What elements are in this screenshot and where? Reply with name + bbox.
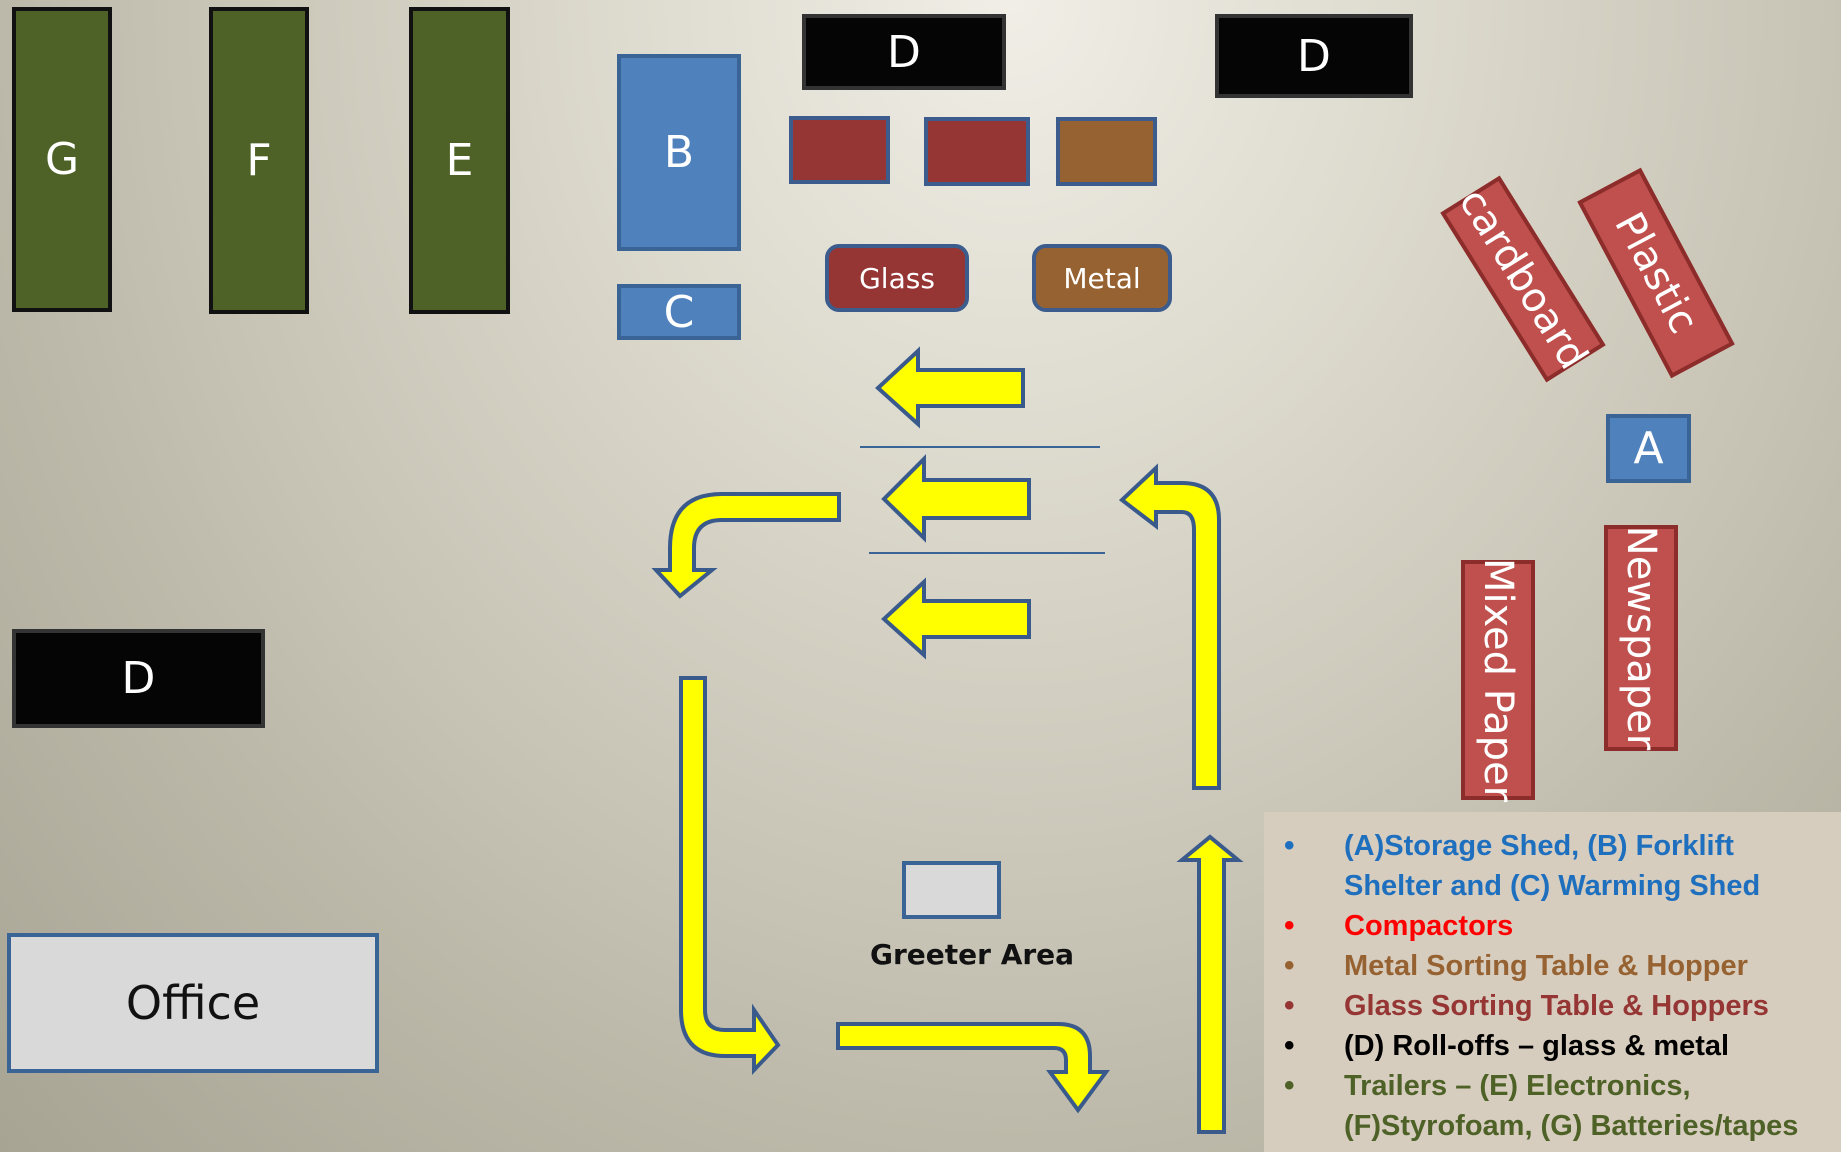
shed-a: A xyxy=(1606,414,1691,483)
left-arrow-icon xyxy=(881,577,1031,660)
trailer-f-label: F xyxy=(246,135,272,186)
shed-b: B xyxy=(617,54,741,251)
metal-hopper xyxy=(1056,117,1157,186)
legend-item-rolloffs: • (D) Roll-offs – glass & metal xyxy=(1264,1026,1831,1066)
bullet-icon: • xyxy=(1284,829,1295,862)
legend-text: (D) Roll-offs – glass & metal xyxy=(1344,1030,1730,1062)
glass-sorting-label: Glass xyxy=(859,261,935,295)
turn-down-arrow-icon xyxy=(836,1022,1110,1114)
rolloff-left: D xyxy=(12,629,265,728)
turn-left-arrow-icon xyxy=(1118,463,1221,790)
left-arrow-icon xyxy=(881,454,1031,543)
rolloff-top-left: D xyxy=(802,14,1006,90)
bullet-icon: • xyxy=(1284,989,1295,1022)
bullet-icon: • xyxy=(1284,909,1295,942)
glass-sorting-table: Glass xyxy=(825,244,969,312)
rolloff-top-right: D xyxy=(1215,14,1413,98)
metal-sorting-label: Metal xyxy=(1063,261,1141,295)
bullet-icon: • xyxy=(1284,1029,1295,1062)
greeter-area-label: Greeter Area xyxy=(870,938,1075,971)
legend: • (A)Storage Shed, (B) Forklift Shelter … xyxy=(1264,812,1841,1152)
bullet-icon: • xyxy=(1284,1069,1295,1102)
legend-item-metal: • Metal Sorting Table & Hopper xyxy=(1264,946,1831,986)
rolloff-label: D xyxy=(887,26,921,78)
legend-list: • (A)Storage Shed, (B) Forklift Shelter … xyxy=(1264,826,1831,1146)
rolloff-label: D xyxy=(1297,30,1331,82)
shed-c-label: C xyxy=(663,286,695,338)
up-arrow-icon xyxy=(1176,834,1244,1134)
legend-text: Compactors xyxy=(1344,910,1514,942)
legend-text: Metal Sorting Table & Hopper xyxy=(1344,950,1748,982)
shed-b-label: B xyxy=(663,127,695,178)
legend-item-sheds: • (A)Storage Shed, (B) Forklift Shelter … xyxy=(1264,826,1831,906)
rolloff-label: D xyxy=(121,653,156,704)
shed-c: C xyxy=(617,284,741,340)
compactor xyxy=(789,116,890,184)
legend-text: Glass Sorting Table & Hoppers xyxy=(1344,990,1769,1022)
trailer-g-label: G xyxy=(44,134,80,185)
legend-item-glass: • Glass Sorting Table & Hoppers xyxy=(1264,986,1831,1026)
compactor xyxy=(924,117,1030,186)
legend-item-compactors: • Compactors xyxy=(1264,906,1831,946)
office: Office xyxy=(7,933,379,1073)
left-arrow-icon xyxy=(875,346,1025,429)
trailer-g: G xyxy=(12,7,112,312)
turn-down-arrow-icon xyxy=(651,492,841,599)
down-right-arrow-icon xyxy=(679,676,781,1075)
legend-text: Trailers – (E) Electronics, (F)Styrofoam… xyxy=(1344,1070,1799,1142)
shed-a-label: A xyxy=(1633,423,1664,474)
greeter-booth xyxy=(902,861,1001,919)
legend-text: (A)Storage Shed, (B) Forklift Shelter an… xyxy=(1344,830,1761,902)
bullet-icon: • xyxy=(1284,949,1295,982)
trailer-e: E xyxy=(409,7,510,314)
legend-item-trailers: • Trailers – (E) Electronics, (F)Styrofo… xyxy=(1264,1066,1831,1146)
office-label: Office xyxy=(125,976,261,1030)
metal-sorting-table: Metal xyxy=(1032,244,1172,312)
trailer-f: F xyxy=(209,7,309,314)
trailer-e-label: E xyxy=(445,135,474,186)
